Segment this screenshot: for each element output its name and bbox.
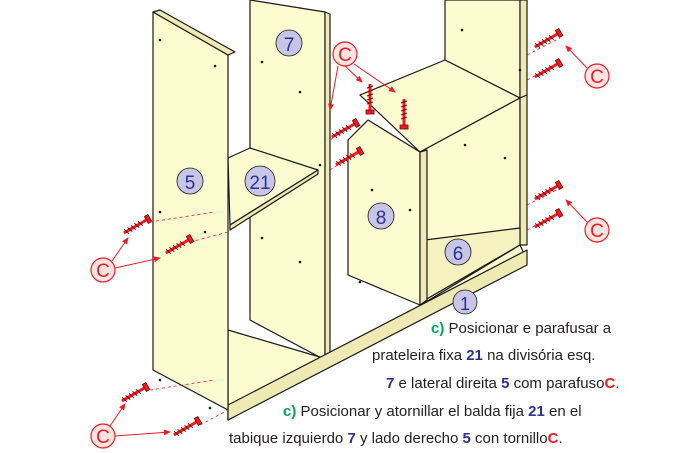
- part-badge-1: 1: [452, 289, 478, 315]
- callout-c-top: C: [328, 41, 396, 111]
- panel-side-5: [152, 11, 229, 411]
- svg-text:C: C: [96, 261, 110, 282]
- part-badge-5: 5: [176, 167, 204, 195]
- instruction-pt-line2: prateleira fixa 21 na divisória esq.: [372, 347, 596, 364]
- svg-text:5: 5: [185, 173, 196, 194]
- svg-text:C: C: [590, 67, 604, 88]
- part-badges: 7 5 21 8 6 1: [176, 29, 478, 315]
- instruction-pt-line3: 7 e lateral direita 5 com parafusoC.: [386, 375, 620, 392]
- part-badge-7: 7: [275, 29, 303, 57]
- svg-text:8: 8: [376, 208, 387, 229]
- callout-c-left-bottom: C: [90, 403, 171, 449]
- callout-c-right-top: C: [565, 45, 610, 89]
- part-badge-8: 8: [367, 202, 395, 230]
- part-badge-6: 6: [444, 238, 472, 266]
- svg-text:6: 6: [453, 244, 464, 265]
- callout-c-right-mid: C: [565, 199, 610, 243]
- instruction-es-line2: tabique izquierdo 7 y lado derecho 5 con…: [229, 430, 563, 447]
- svg-text:1: 1: [460, 294, 470, 314]
- instruction-es-line1: c) Posicionar y atornillar el balda fija…: [283, 403, 582, 420]
- svg-text:7: 7: [284, 35, 295, 56]
- svg-text:21: 21: [249, 173, 270, 194]
- svg-text:C: C: [96, 427, 110, 448]
- svg-text:C: C: [590, 221, 604, 242]
- part-badge-21: 21: [244, 165, 276, 197]
- callouts-c: C C C C C: [90, 41, 610, 449]
- callout-c-left-mid: C: [90, 237, 161, 283]
- instruction-pt-line1: c) Posicionar e parafusar a: [431, 320, 612, 337]
- svg-text:C: C: [338, 45, 352, 66]
